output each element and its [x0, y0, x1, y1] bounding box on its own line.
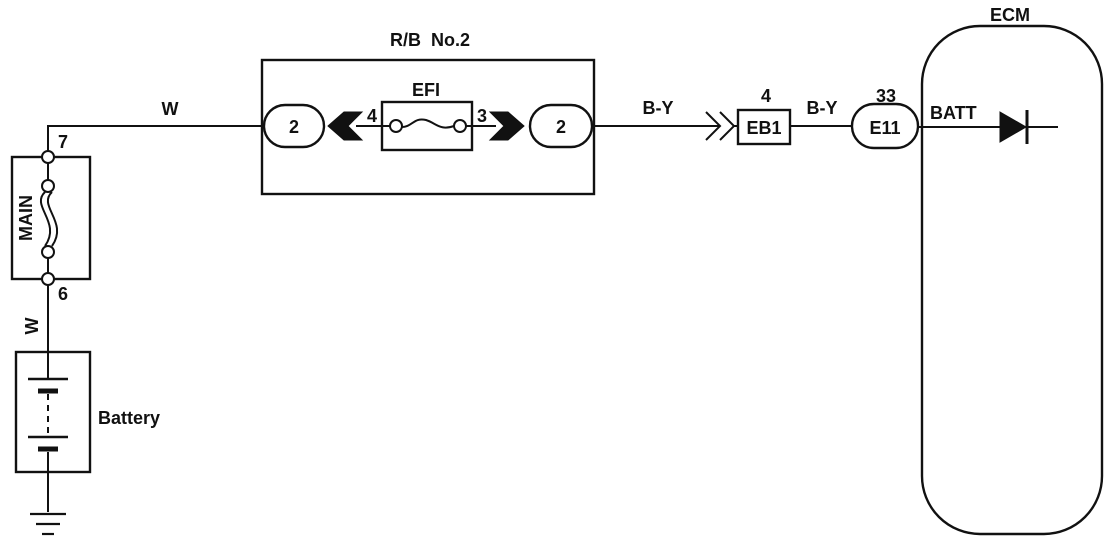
wire-main-to-rb-color-label: W [162, 99, 179, 119]
efi-pin-3-label: 3 [477, 106, 487, 126]
wire-eb1-to-e11-color-label: B-Y [807, 98, 838, 118]
terminal-6-label: 6 [58, 284, 68, 304]
efi-contact-right [453, 119, 467, 133]
connector-eb1: EB1 4 [736, 86, 792, 146]
main-fuse-box [10, 155, 92, 281]
ecm-box [920, 24, 1104, 536]
main-fuse-link-icon [39, 191, 52, 247]
connector-eb1-box [736, 108, 792, 146]
ecm-label: ECM [990, 5, 1030, 25]
ecm-batt-terminal-label: BATT [930, 103, 977, 123]
battery-label: Battery [98, 408, 160, 428]
wire-rb-to-eb1-color-label: B-Y [643, 98, 674, 118]
wire-battery-color-label: W [22, 318, 42, 335]
battery-block: Battery [14, 350, 160, 512]
terminal-6-circle [41, 272, 55, 286]
ecm-block: ECM E11 33 BATT [850, 5, 1104, 536]
relay-block-left-connector [262, 103, 326, 149]
connector-e11-label: E11 [869, 118, 900, 138]
battery-box [14, 350, 92, 474]
inline-connector-chevron-icon-2 [719, 111, 736, 141]
connector-e11-pin-label: 33 [876, 86, 896, 106]
ground-icon [30, 512, 66, 536]
connector-eb1-label: EB1 [746, 118, 781, 138]
diode-icon [999, 111, 1028, 143]
efi-fuse-label: EFI [412, 80, 440, 100]
main-fuse-label: MAIN [16, 195, 36, 241]
efi-contact-left [389, 119, 403, 133]
terminal-7-label: 7 [58, 132, 68, 152]
terminal-7-circle [41, 150, 55, 164]
relay-block-title: R/B No.2 [390, 30, 470, 50]
inline-connector-chevron-icon [705, 111, 722, 141]
relay-block: R/B No.2 2 4 EFI 3 2 [260, 30, 596, 196]
relay-block-right-connector-label: 2 [556, 117, 566, 137]
main-fuse-contact-top [41, 179, 55, 193]
relay-block-left-connector-label: 2 [289, 117, 299, 137]
chevron-left-icon [327, 111, 364, 141]
connector-eb1-pin-label: 4 [761, 86, 771, 106]
main-fuse-link-icon-2 [46, 191, 59, 247]
chevron-right-icon [488, 111, 525, 141]
efi-fuse-link-icon [401, 118, 455, 129]
main-fuse-contact-bottom [41, 245, 55, 259]
main-fuse-block: MAIN 7 6 [10, 132, 92, 304]
efi-pin-4-label: 4 [367, 106, 377, 126]
wire-main-to-rb [47, 125, 264, 151]
